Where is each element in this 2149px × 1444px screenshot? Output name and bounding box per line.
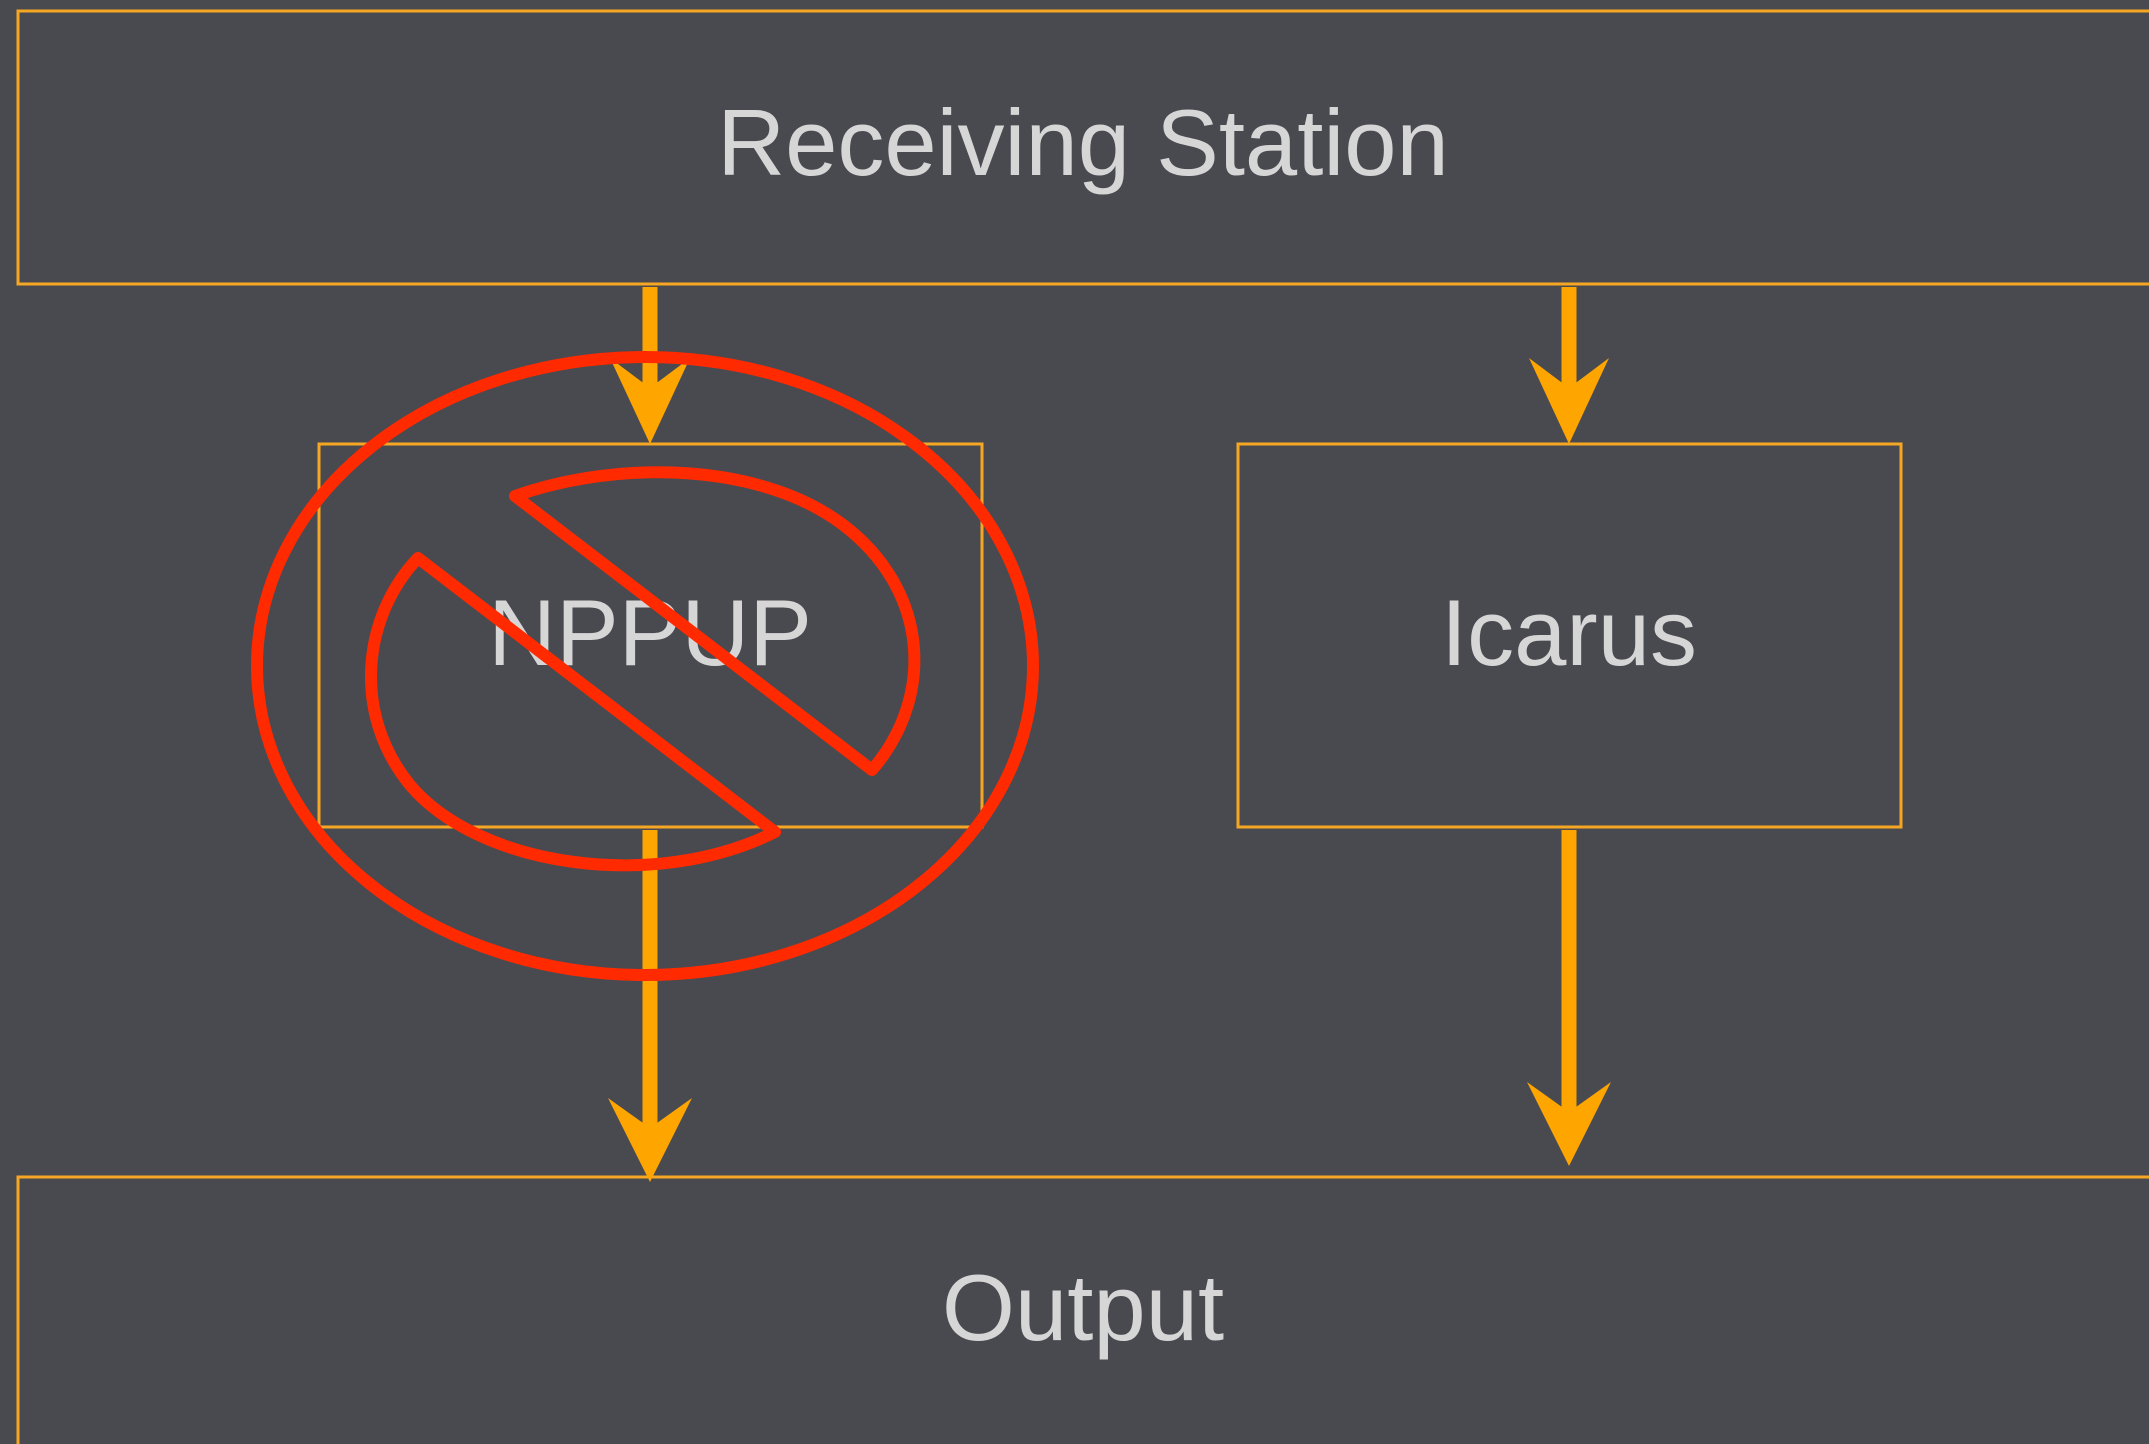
nppup-node: NPPUP: [317, 442, 984, 829]
prohibition-inner-half-left: [365, 552, 781, 872]
prohibition-outer-ring: [251, 351, 1039, 981]
prohibition-inner-half-right: [509, 466, 921, 776]
icarus-label: Icarus: [1441, 580, 1697, 685]
arrow-head: [1527, 1082, 1611, 1166]
arrow-head: [1529, 358, 1609, 444]
output-box: [16, 1175, 2149, 1444]
arrow-head: [608, 1098, 692, 1182]
output-node: Output: [16, 1175, 2149, 1444]
edge-icarus-to-output: [1527, 830, 1611, 1166]
receiving-station-box: [16, 9, 2149, 286]
receiving-station-label: Receiving Station: [717, 90, 1449, 195]
edge-receiving-to-icarus: [1529, 287, 1609, 444]
edge-nppup-to-output: [608, 830, 692, 1182]
prohibition-icon: [251, 351, 1039, 981]
edge-receiving-to-nppup: [610, 287, 690, 444]
output-label: Output: [942, 1255, 1224, 1360]
icarus-box: [1236, 442, 1903, 829]
receiving-station-node: Receiving Station: [16, 9, 2149, 286]
arrow-head: [610, 358, 690, 444]
icarus-node: Icarus: [1236, 442, 1903, 829]
